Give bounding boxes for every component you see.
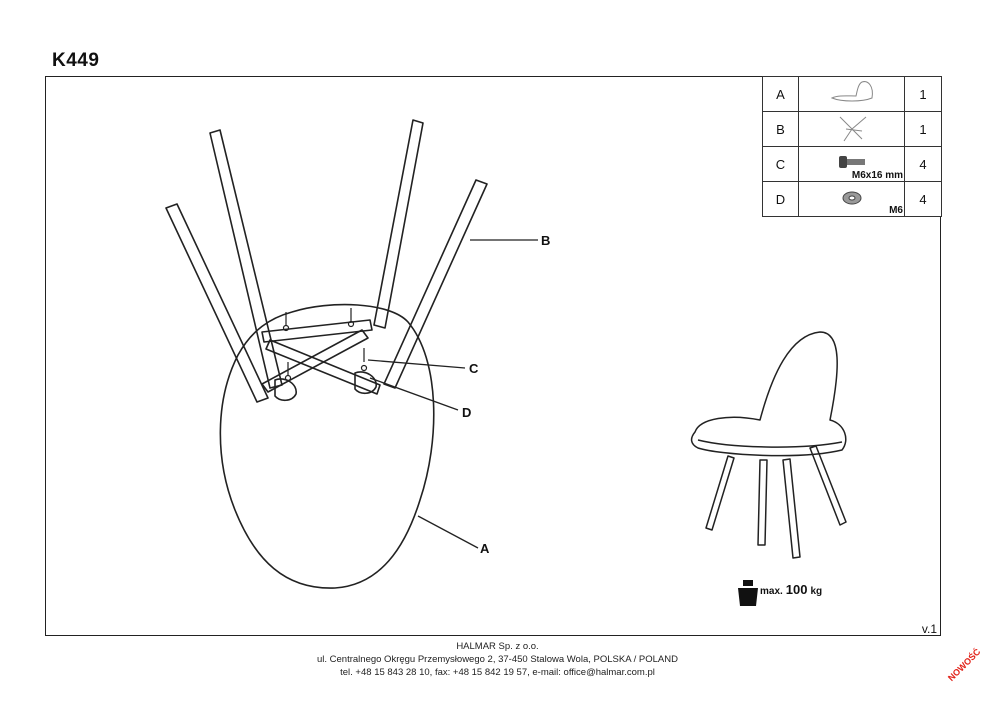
part-code: B	[762, 111, 799, 147]
max-load-prefix: max.	[760, 586, 783, 597]
company-name: HALMAR Sp. z o.o.	[456, 641, 539, 652]
weight-icon	[738, 580, 758, 606]
version-label: v.1	[921, 622, 937, 636]
parts-list-table: A 1 B 1 C M6x16 mm 4 D M6 4	[762, 76, 942, 217]
bolt-icon: M6x16 mm	[798, 146, 905, 182]
washer-icon: M6	[798, 181, 905, 217]
company-address: ul. Centralnego Okręgu Przemysłowego 2, …	[316, 654, 678, 665]
part-quantity: 4	[904, 146, 942, 182]
part-size: M6x16 mm	[851, 170, 903, 181]
table-row: B 1	[762, 111, 942, 147]
bolt-drawing	[282, 308, 368, 382]
part-code: C	[762, 146, 799, 182]
table-row: A 1	[762, 76, 942, 112]
leg-base-drawing	[165, 119, 488, 403]
seat-shell-drawing	[219, 303, 435, 589]
max-load-value: 100	[785, 582, 808, 597]
callout-label-b: B	[541, 233, 551, 248]
part-size: M6	[889, 205, 903, 216]
leg-base-icon	[798, 111, 905, 147]
table-row: C M6x16 mm 4	[762, 146, 942, 182]
part-code: A	[762, 76, 799, 112]
part-quantity: 4	[904, 181, 942, 217]
assembled-chair-drawing	[690, 331, 847, 559]
max-load-unit: kg	[810, 586, 823, 597]
callout-label-d: D	[462, 405, 472, 420]
company-footer: HALMAR Sp. z o.o. ul. Centralnego Okręgu…	[0, 640, 995, 679]
product-code-title: K449	[52, 50, 100, 71]
company-contact: tel. +48 15 843 28 10, fax: +48 15 842 1…	[340, 667, 655, 678]
table-row: D M6 4	[762, 181, 942, 217]
callout-label-c: C	[469, 361, 479, 376]
instruction-frame	[45, 76, 941, 636]
part-code: D	[762, 181, 799, 217]
part-quantity: 1	[904, 76, 942, 112]
callout-label-a: A	[480, 541, 490, 556]
seat-shell-icon	[798, 76, 905, 112]
part-quantity: 1	[904, 111, 942, 147]
max-load-label: max. 100 kg	[738, 582, 822, 597]
